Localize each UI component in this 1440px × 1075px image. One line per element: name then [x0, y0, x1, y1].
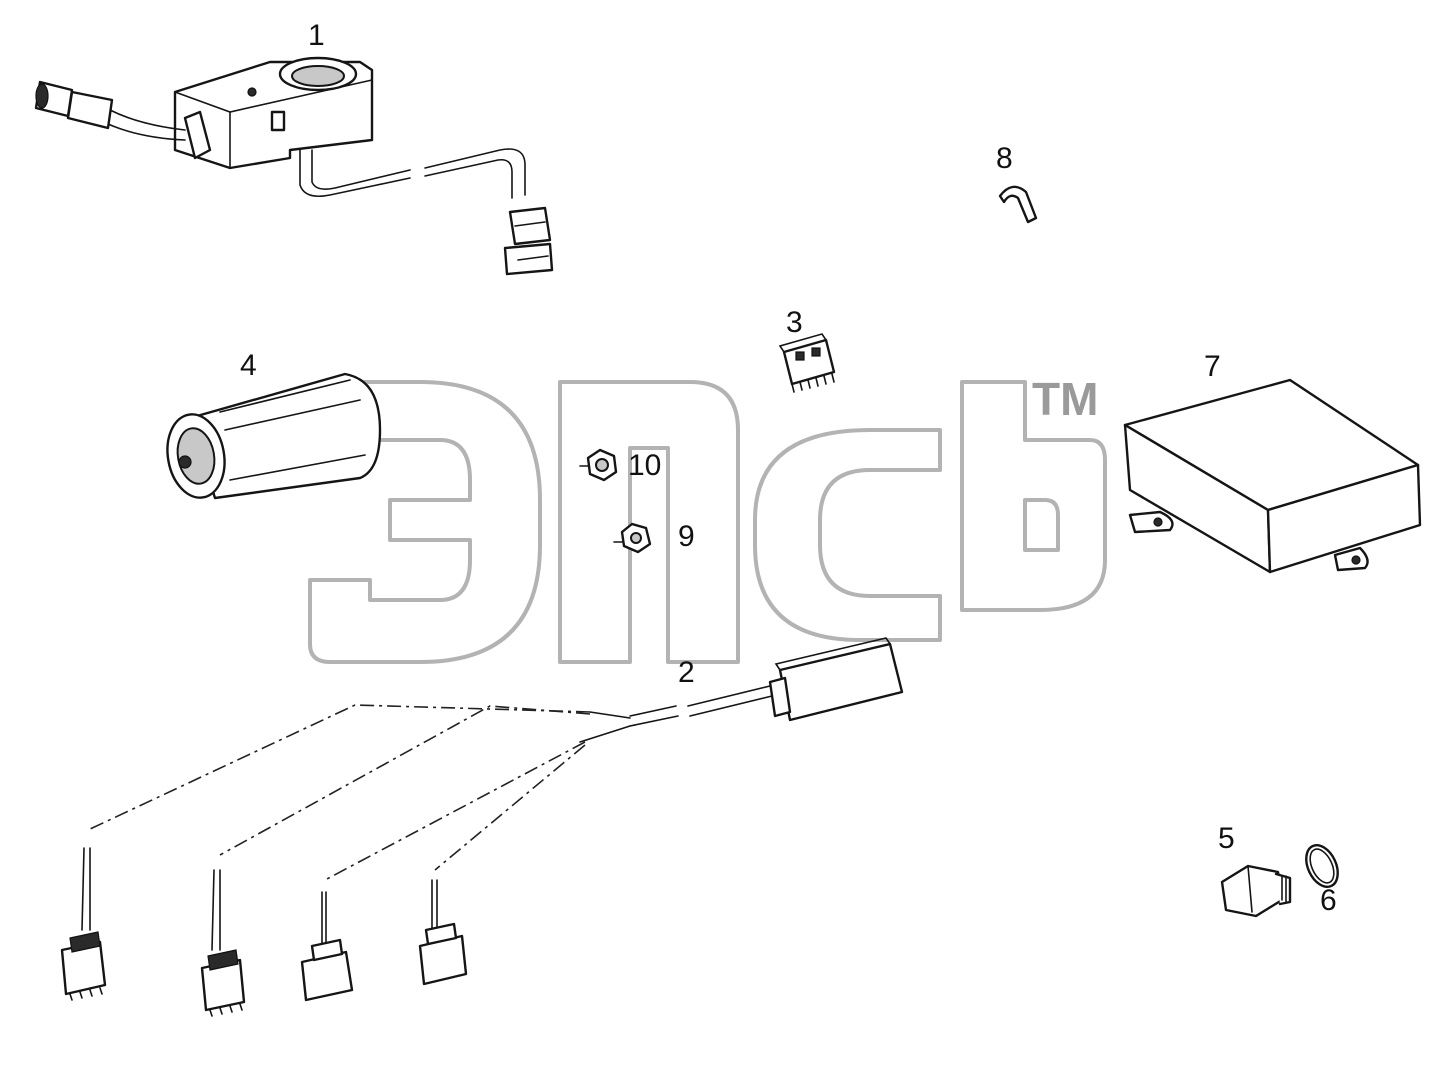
callout-9: 9 — [678, 520, 695, 553]
trademark-mark: TM — [1032, 373, 1098, 425]
sensor-connector-c — [300, 891, 354, 1002]
part-5-fitting — [1220, 864, 1292, 918]
callout-6: 6 — [1320, 884, 1337, 917]
callout-3: 3 — [786, 306, 803, 339]
callout-5: 5 — [1218, 822, 1235, 855]
sensor-connector-b — [200, 869, 246, 1017]
part-9-nut — [613, 522, 652, 554]
sensor-connector-a — [60, 847, 107, 1001]
part-6-o-ring — [1305, 844, 1339, 888]
callout-8: 8 — [996, 142, 1013, 175]
part-8-clip — [998, 185, 1038, 224]
callout-2: 2 — [678, 656, 695, 689]
callout-4: 4 — [240, 349, 257, 382]
part-2-wiring-harness — [60, 637, 904, 1017]
part-3-connector — [778, 333, 836, 393]
watermark-logo: TM — [308, 373, 1107, 664]
sensor-connector-d — [418, 879, 468, 986]
part-1-switch-assembly — [34, 56, 554, 276]
callout-7: 7 — [1204, 350, 1221, 383]
part-4-cylinder — [166, 372, 382, 500]
part-10-nut — [579, 448, 618, 482]
part-7-control-box — [1123, 378, 1422, 574]
callout-10: 10 — [628, 449, 661, 482]
callout-1: 1 — [308, 19, 325, 52]
